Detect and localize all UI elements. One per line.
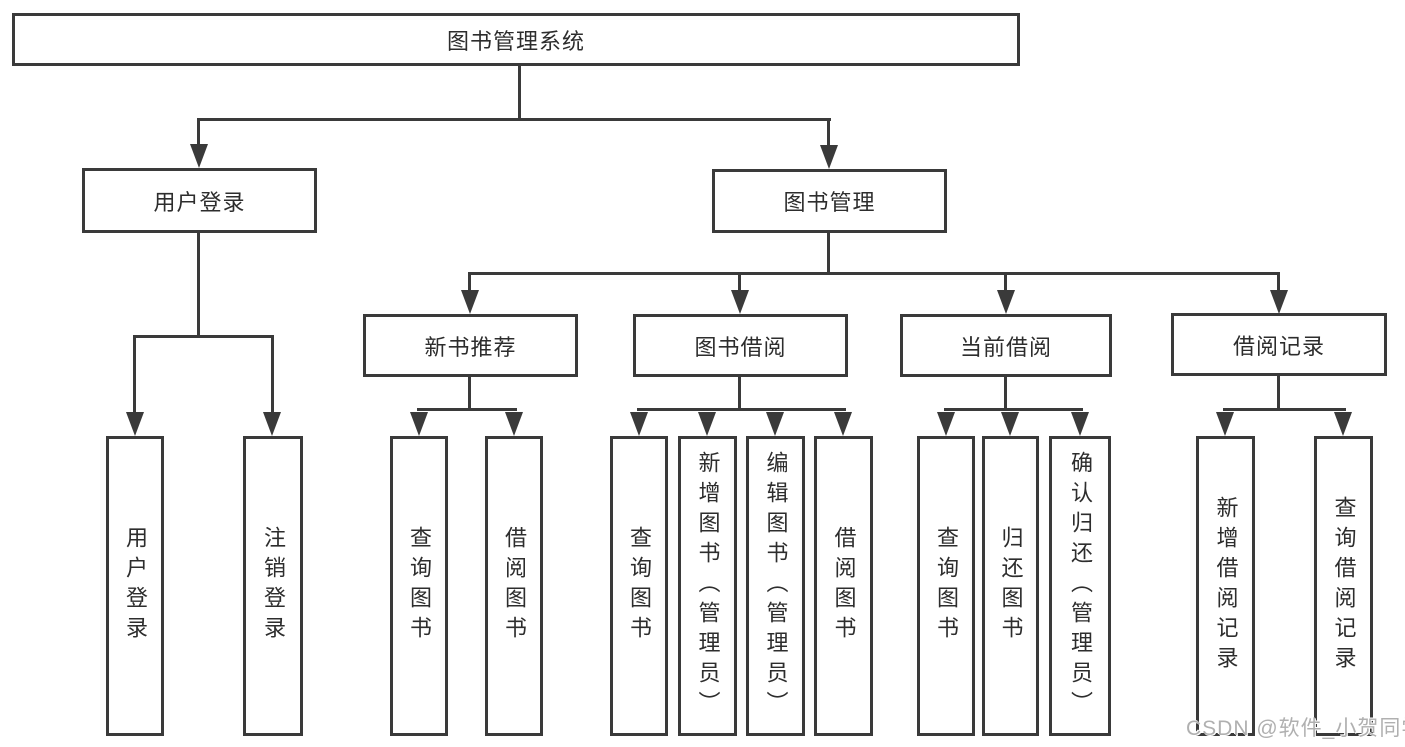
leaf-add-book-admin: 新增图书（管理员） [678, 436, 737, 736]
watermark: CSDN @软件_小贺同学 [1186, 717, 1405, 740]
leaf-user-login-label: 用户登录 [123, 526, 148, 646]
arrow-down-icon [1071, 412, 1089, 436]
leaf-query-books-current-label: 查询图书 [934, 526, 959, 646]
connector-rail-level2 [197, 118, 831, 121]
leaf-logout: 注销登录 [243, 436, 303, 736]
node-current-borrow: 当前借阅 [900, 314, 1112, 377]
node-user-login: 用户登录 [82, 168, 317, 233]
arrow-down-icon [997, 290, 1015, 314]
leaf-return-books-label: 归还图书 [998, 526, 1024, 646]
arrow-down-icon [1270, 290, 1288, 314]
connector-drop-borrow-record [1277, 272, 1280, 294]
connector-rail-level3 [468, 272, 1279, 275]
connector-drop-leaf [271, 335, 274, 415]
arrow-down-icon [937, 412, 955, 436]
connector-user-login-drop [197, 233, 200, 337]
connector-rail-new-book [417, 408, 517, 411]
arrow-down-icon [834, 412, 852, 436]
leaf-borrow-books-2-label: 借阅图书 [831, 526, 857, 646]
connector-drop-book-management [827, 118, 830, 149]
arrow-down-icon [1216, 412, 1234, 436]
arrow-down-icon [1001, 412, 1019, 436]
leaf-query-books-borrow-label: 查询图书 [627, 526, 652, 646]
node-new-book-recommend: 新书推荐 [363, 314, 578, 377]
connector-current-borrow-drop [1004, 377, 1007, 410]
connector-book-borrow-drop [738, 377, 741, 410]
node-book-borrow: 图书借阅 [633, 314, 848, 377]
arrow-down-icon [731, 290, 749, 314]
node-borrow-record-label: 借阅记录 [1232, 333, 1325, 359]
connector-rail-user-login [133, 335, 274, 338]
leaf-edit-book-admin-label: 编辑图书（管理员） [763, 451, 789, 721]
arrow-down-icon [126, 412, 144, 436]
leaf-query-books-recommend: 查询图书 [390, 436, 448, 736]
arrow-down-icon [820, 145, 838, 169]
leaf-query-borrow-record-label: 查询借阅记录 [1331, 496, 1357, 676]
leaf-add-book-admin-label: 新增图书（管理员） [695, 451, 721, 721]
connector-drop-book-borrow [738, 272, 741, 294]
leaf-borrow-books-recommend: 借阅图书 [485, 436, 543, 736]
arrow-down-icon [766, 412, 784, 436]
arrow-down-icon [1334, 412, 1352, 436]
leaf-return-books: 归还图书 [982, 436, 1039, 736]
connector-drop-user-login [197, 118, 200, 148]
connector-new-book-drop [468, 377, 471, 410]
node-book-borrow-label: 图书借阅 [694, 334, 787, 360]
node-root: 图书管理系统 [12, 13, 1020, 66]
arrow-down-icon [461, 290, 479, 314]
node-user-login-label: 用户登录 [153, 189, 246, 215]
leaf-user-login: 用户登录 [106, 436, 164, 736]
arrow-down-icon [263, 412, 281, 436]
connector-rail-borrow-record [1223, 408, 1346, 411]
leaf-confirm-return-admin-label: 确认归还（管理员） [1068, 451, 1093, 721]
node-book-management-label: 图书管理 [783, 190, 876, 215]
node-new-book-recommend-label: 新书推荐 [424, 334, 517, 360]
node-borrow-record: 借阅记录 [1171, 313, 1387, 376]
leaf-edit-book-admin: 编辑图书（管理员） [746, 436, 805, 736]
node-current-borrow-label: 当前借阅 [959, 334, 1052, 360]
arrow-down-icon [410, 412, 428, 436]
leaf-logout-label: 注销登录 [261, 526, 286, 646]
arrow-down-icon [190, 144, 208, 168]
leaf-add-borrow-record-label: 新增借阅记录 [1213, 496, 1239, 676]
leaf-borrow-books-recommend-label: 借阅图书 [502, 526, 527, 646]
connector-rail-current-borrow [944, 408, 1083, 411]
leaf-query-books-current: 查询图书 [917, 436, 975, 736]
connector-rail-book-borrow [637, 408, 846, 411]
leaf-borrow-books-2: 借阅图书 [814, 436, 873, 736]
node-book-management: 图书管理 [712, 169, 947, 233]
connector-drop-leaf [133, 335, 136, 415]
connector-drop-new-book [468, 272, 471, 294]
leaf-confirm-return-admin: 确认归还（管理员） [1049, 436, 1111, 736]
leaf-query-books-recommend-label: 查询图书 [407, 526, 432, 646]
connector-book-management-drop [827, 233, 830, 274]
arrow-down-icon [505, 412, 523, 436]
arrow-down-icon [698, 412, 716, 436]
connector-root-drop [518, 66, 521, 119]
leaf-query-books-borrow: 查询图书 [610, 436, 668, 736]
node-root-label: 图书管理系统 [446, 28, 585, 54]
leaf-add-borrow-record: 新增借阅记录 [1196, 436, 1255, 736]
connector-borrow-record-drop [1277, 376, 1280, 410]
leaf-query-borrow-record: 查询借阅记录 [1314, 436, 1373, 736]
arrow-down-icon [630, 412, 648, 436]
connector-drop-current-borrow [1004, 272, 1007, 294]
